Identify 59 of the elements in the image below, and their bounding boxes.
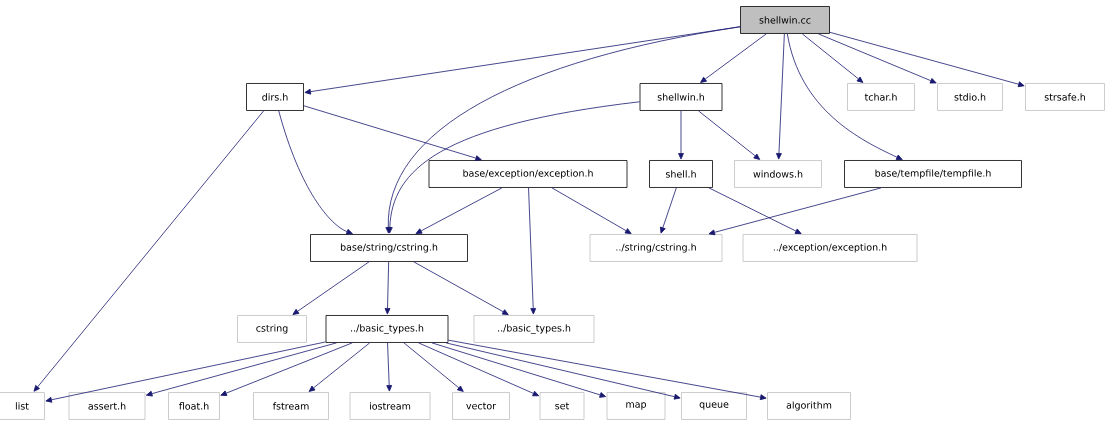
- arrow: [292, 261, 370, 315]
- file-box: iostream: [349, 392, 431, 420]
- arrow: [385, 26, 741, 234]
- file-box: stdio.h: [937, 83, 1003, 111]
- arrow: [386, 342, 393, 392]
- file-box: tchar.h: [847, 83, 915, 111]
- file-box: ../string/cstring.h: [589, 234, 723, 262]
- file-box: base/exception/exception.h: [428, 160, 628, 188]
- arrow: [304, 26, 741, 95]
- file-box: ../basic_types.h: [325, 315, 449, 343]
- arrow: [818, 33, 937, 84]
- arrow: [384, 261, 391, 315]
- arrow: [146, 342, 337, 397]
- file-box: float.h: [168, 392, 220, 420]
- arrow: [776, 33, 785, 160]
- file-box: shellwin.h: [639, 83, 723, 111]
- file-box: assert.h: [68, 392, 146, 420]
- arrow: [445, 342, 681, 400]
- arrow: [33, 110, 265, 392]
- file-box: base/string/cstring.h: [310, 234, 468, 262]
- file-box: vector: [452, 392, 510, 420]
- arrow: [829, 31, 1025, 88]
- arrow: [801, 33, 864, 83]
- arrow: [45, 341, 326, 403]
- file-box: queue: [681, 392, 747, 420]
- file-box: windows.h: [734, 160, 822, 188]
- arrow: [418, 342, 540, 397]
- file-box: fstream: [253, 392, 329, 420]
- arrow: [551, 187, 632, 234]
- arrow: [786, 33, 903, 161]
- file-box: cstring: [237, 315, 307, 343]
- file-box: algorithm: [767, 392, 851, 420]
- arrow: [708, 187, 882, 236]
- arrow: [403, 342, 464, 392]
- file-box: ../exception/exception.h: [742, 234, 918, 262]
- arrow: [700, 33, 767, 83]
- file-box: map: [606, 392, 666, 420]
- arrow: [386, 101, 640, 234]
- file-box: list: [0, 392, 45, 420]
- arrow: [415, 187, 503, 234]
- arrow: [278, 110, 353, 235]
- arrow: [448, 339, 767, 401]
- file-box: shellwin.cc: [740, 6, 830, 34]
- arrow: [698, 110, 761, 160]
- arrow: [660, 187, 677, 234]
- arrow: [431, 342, 607, 398]
- arrow: [678, 110, 684, 160]
- file-box: ../basic_types.h: [473, 315, 595, 343]
- file-box: set: [539, 392, 585, 420]
- file-box: base/tempfile/tempfile.h: [844, 160, 1022, 188]
- arrow: [220, 342, 353, 396]
- file-box: strsafe.h: [1025, 83, 1105, 111]
- arrow: [708, 187, 802, 235]
- file-box: dirs.h: [246, 83, 304, 111]
- arrow: [308, 342, 371, 392]
- arrow: [303, 105, 482, 161]
- arrow: [413, 261, 509, 315]
- arrow: [528, 187, 537, 315]
- file-box: shell.h: [649, 160, 713, 188]
